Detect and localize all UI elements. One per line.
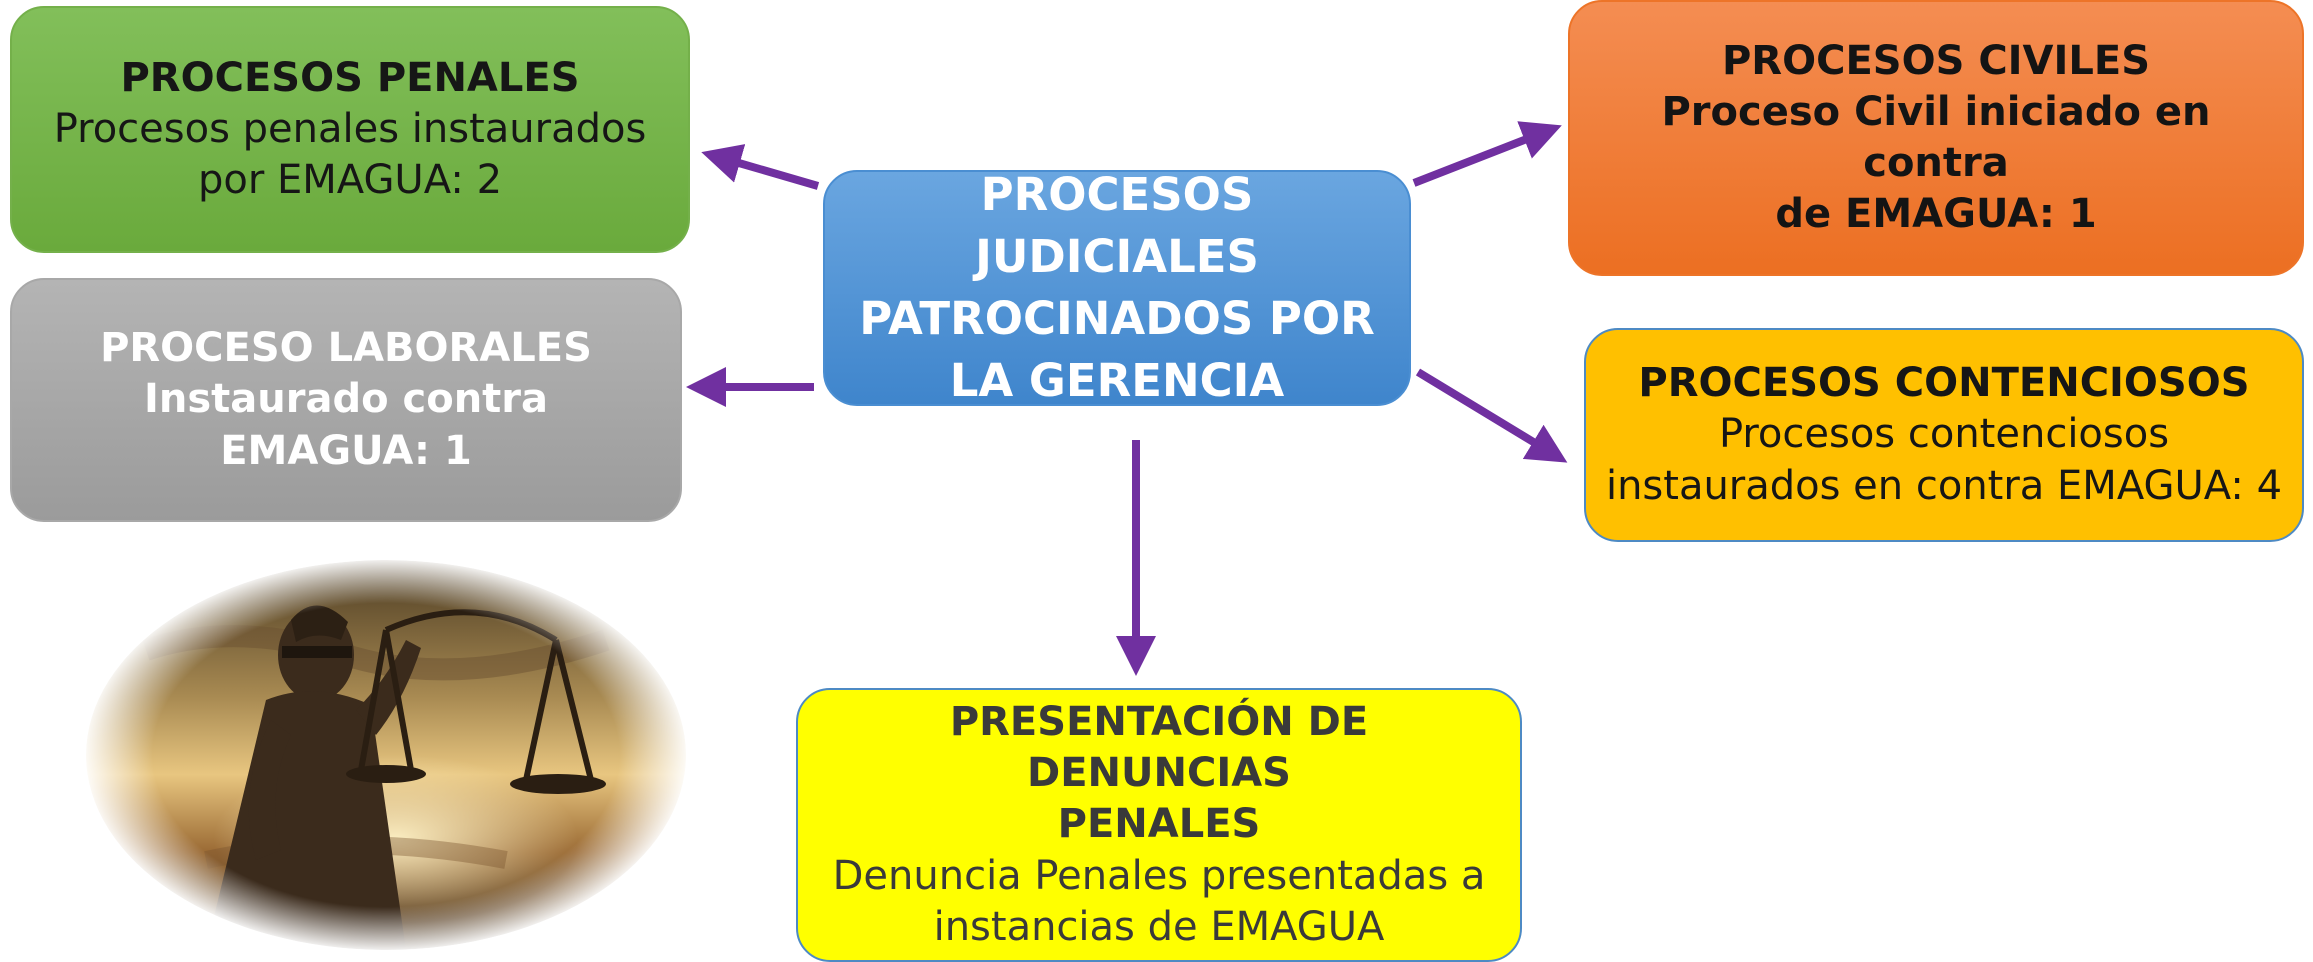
denuncias-penales-title1: PRESENTACIÓN DE DENUNCIAS [949, 699, 1369, 797]
procesos-laborales-line3: EMAGUA: 1 [220, 427, 472, 474]
lady-justice-image [86, 560, 686, 950]
denuncias-penales-line2: instancias de EMAGUA [933, 903, 1385, 950]
arrow-to-contenciosos [1415, 368, 1568, 463]
procesos-civiles-line2: de EMAGUA: 1 [1775, 191, 2097, 238]
procesos-laborales-box: PROCESO LABORALES Instaurado contra EMAG… [10, 278, 682, 522]
procesos-penales-box: PROCESOS PENALES Procesos penales instau… [10, 6, 690, 253]
center-node: PROCESOS JUDICIALES PATROCINADOS POR LA … [823, 168, 1411, 407]
denuncias-penales-line1: Denuncia Penales presentadas a [832, 852, 1486, 899]
procesos-penales-line1: Procesos penales instaurados [53, 105, 647, 152]
arrow-to-civiles [1412, 121, 1562, 187]
procesos-contenciosos-line1: Procesos contenciosos [1718, 411, 2170, 458]
center-node-title: PROCESOS JUDICIALES PATROCINADOS POR LA … [859, 167, 1375, 408]
procesos-contenciosos-title: PROCESOS CONTENCIOSOS [1638, 360, 2250, 407]
procesos-laborales-title: PROCESO LABORALES [100, 325, 592, 372]
denuncias-penales-box: PRESENTACIÓN DE DENUNCIAS PENALES Denunc… [796, 688, 1522, 962]
procesos-contenciosos-line2: instaurados en contra EMAGUA: 4 [1605, 462, 2283, 509]
arrow-to-penales [701, 144, 820, 190]
procesos-civiles-box: PROCESOS CIVILES Proceso Civil iniciado … [1568, 0, 2304, 276]
denuncias-penales-title2: PENALES [1057, 801, 1261, 848]
procesos-civiles-line1: Proceso Civil iniciado en contra [1661, 88, 2211, 186]
procesos-contenciosos-box: PROCESOS CONTENCIOSOS Procesos contencio… [1584, 328, 2304, 542]
procesos-civiles-title: PROCESOS CIVILES [1721, 37, 2151, 84]
procesos-laborales-line2: Instaurado contra [143, 376, 549, 423]
procesos-penales-title: PROCESOS PENALES [120, 54, 580, 101]
procesos-penales-line2: por EMAGUA: 2 [197, 157, 503, 204]
